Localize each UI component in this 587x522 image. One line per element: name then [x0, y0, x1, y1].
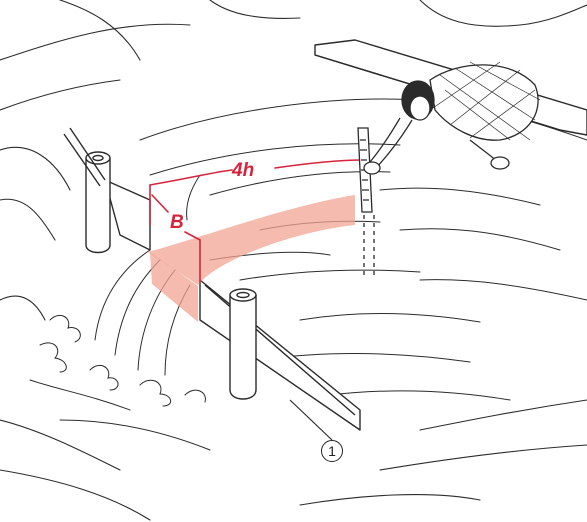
callout-leader: [289, 399, 333, 441]
length-label-4h: 4h: [232, 160, 255, 181]
width-label-b: B: [170, 212, 184, 233]
left-post: [63, 127, 111, 254]
gauge-stick: [357, 127, 375, 275]
person-measuring: [363, 61, 541, 175]
right-post: [229, 288, 257, 400]
callout-number-1: 1: [321, 440, 343, 462]
dimension-lines: [149, 159, 363, 283]
